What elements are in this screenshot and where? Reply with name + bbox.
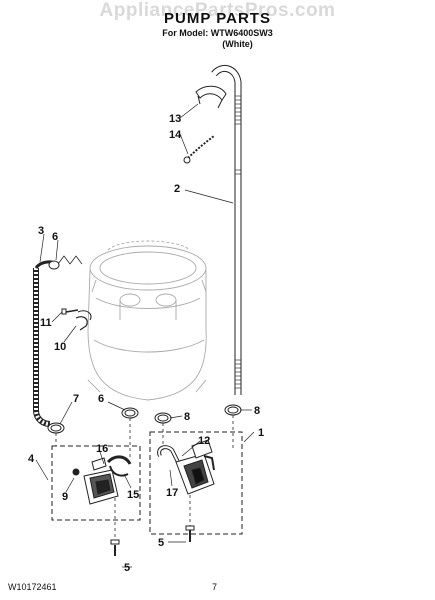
callout-17: 17 [166,487,178,499]
washer-tub [87,240,207,401]
screw-5-left[interactable] [110,539,120,556]
callout-3: 3 [38,225,44,237]
callout-9: 9 [62,491,68,503]
callout-6-upper: 6 [52,231,58,243]
callout-15: 15 [127,489,139,501]
document-number: W10172461 [8,582,57,592]
hose-guide[interactable] [195,85,227,109]
screw-11[interactable] [61,308,79,315]
page-number: 7 [212,582,218,592]
callout-11: 11 [40,317,52,329]
drain-hose[interactable] [211,64,242,395]
callout-13: 13 [169,113,181,125]
drain-pump-left[interactable] [72,455,132,505]
cable-tie[interactable] [183,135,215,164]
drain-pump-right[interactable] [157,439,215,495]
screw-5-right[interactable] [185,525,195,542]
hose-clamp-8-right[interactable] [224,404,242,416]
model-line: For Model: WTW6400SW3 [162,28,273,38]
model-color: (White) [222,39,253,49]
callout-10: 10 [54,341,66,353]
assembly-box-4 [51,445,141,521]
callout-1: 1 [258,427,264,439]
hose-connector [57,255,83,265]
callout-7: 7 [73,393,79,405]
hose-clamp-8-left[interactable] [154,412,172,424]
callout-6-lower: 6 [98,393,104,405]
assembly-box-1 [149,431,243,535]
callout-4: 4 [28,453,35,465]
callout-8-left: 8 [184,411,190,423]
callout-8-right: 8 [254,405,260,417]
page-title: PUMP PARTS [164,10,271,27]
hose-clip-10[interactable] [75,310,92,331]
hose-clamp-7[interactable] [47,422,65,434]
callout-5-right: 5 [158,537,164,549]
hose-clamp-6-upper[interactable] [48,260,60,270]
callout-5-left: 5 [124,562,130,574]
watermark: AppliancePartsPros.com [99,0,336,21]
callout-14: 14 [169,129,182,141]
callout-2: 2 [174,183,180,195]
callout-12: 12 [198,435,210,447]
callout-16: 16 [96,443,108,455]
